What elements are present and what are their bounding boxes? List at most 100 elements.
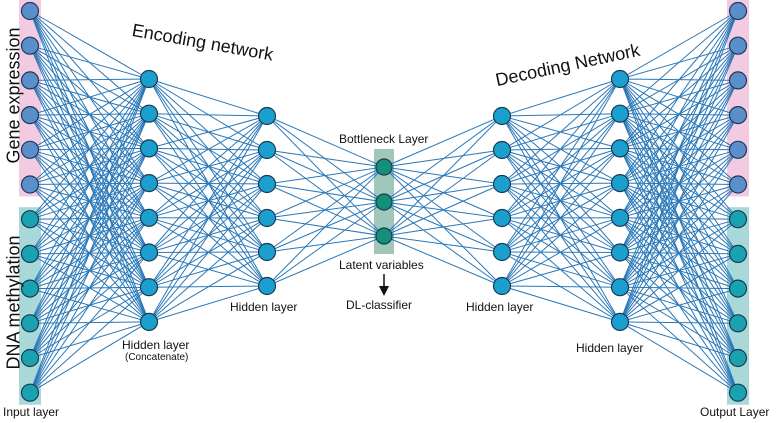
gene-expression-label: Gene expression xyxy=(3,27,24,164)
input-node xyxy=(20,105,40,125)
connection-edge xyxy=(29,286,150,394)
connection-edge xyxy=(619,321,739,359)
connection-edge xyxy=(619,114,739,323)
connection-edge xyxy=(501,113,621,287)
connection-edge xyxy=(501,217,621,287)
connection-edge xyxy=(619,10,739,219)
hidden-encoder-node xyxy=(257,106,277,126)
connection-edge xyxy=(29,252,150,394)
connection-edge xyxy=(619,45,739,323)
concatenate-label: (Concatenate) xyxy=(125,352,189,363)
connection-edge xyxy=(383,149,503,237)
output-node xyxy=(728,210,748,229)
output-layer-label: Output Layer xyxy=(700,405,770,419)
hidden-layer-encoder-label: Hidden layer xyxy=(230,300,298,314)
connection-edge xyxy=(148,115,268,288)
connection-edge xyxy=(501,78,621,151)
hidden-decoder-node xyxy=(492,276,512,296)
connection-edge xyxy=(619,80,739,323)
connection-edge xyxy=(148,115,268,253)
connection-edge xyxy=(148,78,268,117)
connection-edge xyxy=(29,321,150,394)
connection-edge xyxy=(501,252,621,287)
input-node xyxy=(20,1,40,21)
hidden-decoder-wide-node xyxy=(610,243,630,262)
connection-edge xyxy=(148,115,268,323)
hidden-layer-decoder-wide-label: Hidden layer xyxy=(576,341,644,355)
output-node xyxy=(728,175,748,194)
output-node xyxy=(728,383,748,402)
connection-edge xyxy=(266,166,385,185)
hidden-decoder-node xyxy=(492,242,512,262)
hidden-encoder-node xyxy=(257,140,277,160)
dna-methylation-label: DNA methylation xyxy=(3,235,24,370)
hidden-encoder-node xyxy=(257,276,277,296)
latent-variables-label: Latent variables xyxy=(339,258,424,272)
dl-classifier-label: DL-classifier xyxy=(346,298,413,312)
connection-edge xyxy=(619,288,739,323)
connection-edge xyxy=(266,166,385,253)
input-node xyxy=(20,383,40,402)
connection-edge xyxy=(29,78,150,116)
connection-edge xyxy=(619,10,739,184)
input-node xyxy=(20,314,40,333)
output-node xyxy=(728,314,748,333)
output-node xyxy=(728,140,748,159)
hidden-encoder-node xyxy=(257,242,277,262)
connection-edge xyxy=(383,115,503,203)
connection-edge xyxy=(148,251,268,323)
hidden-concat-node xyxy=(139,312,159,331)
hidden-concat-node xyxy=(139,243,159,262)
connection-edge xyxy=(383,217,503,237)
hidden-decoder-wide-node xyxy=(610,278,630,297)
hidden-concat-node xyxy=(139,174,159,193)
connection-edge xyxy=(29,217,150,393)
input-node xyxy=(20,36,40,55)
hidden-decoder-wide-node xyxy=(610,174,630,193)
hidden-concat-node xyxy=(139,208,159,227)
connection-edge xyxy=(29,182,150,393)
hidden-encoder-node xyxy=(257,174,277,194)
connection-edge xyxy=(501,182,621,287)
output-node xyxy=(728,348,748,368)
connection-edge xyxy=(501,78,621,117)
connection-edge xyxy=(266,235,385,287)
hidden-decoder-node xyxy=(492,174,512,194)
connection-edge xyxy=(29,78,150,359)
hidden-decoder-node xyxy=(492,106,512,126)
connection-edge xyxy=(29,78,150,289)
connection-edge xyxy=(148,217,268,323)
hidden-decoder-wide-node xyxy=(610,104,630,123)
output-node xyxy=(728,244,748,263)
hidden-concat-node xyxy=(139,104,159,123)
connection-edge xyxy=(619,10,739,288)
output-node xyxy=(728,105,748,125)
connection-edge xyxy=(148,113,268,117)
classifier-arrowhead xyxy=(379,286,389,296)
connection-edge xyxy=(619,10,739,80)
input-node xyxy=(20,175,40,194)
connection-edge xyxy=(29,113,150,393)
connection-edge xyxy=(619,149,739,323)
connection-edge xyxy=(619,321,739,394)
connection-edge xyxy=(266,201,385,287)
connection-edge xyxy=(383,115,503,237)
connection-edge xyxy=(501,78,621,253)
connection-edge xyxy=(29,10,150,80)
connection-edge xyxy=(148,149,268,323)
connection-edge xyxy=(29,78,150,324)
output-node xyxy=(728,71,748,90)
connection-edge xyxy=(383,183,503,237)
connection-edge xyxy=(619,253,739,323)
input-layer-label: Input layer xyxy=(3,405,60,419)
connection-edge xyxy=(383,235,503,253)
connection-edge xyxy=(29,148,150,393)
hidden-decoder-wide-node xyxy=(610,69,630,89)
hidden-decoder-wide-node xyxy=(610,208,630,227)
hidden-concat-node xyxy=(139,69,159,89)
connection-edge xyxy=(501,285,621,323)
connection-edge xyxy=(148,115,268,149)
connection-edge xyxy=(619,10,739,323)
input-node xyxy=(20,244,40,263)
